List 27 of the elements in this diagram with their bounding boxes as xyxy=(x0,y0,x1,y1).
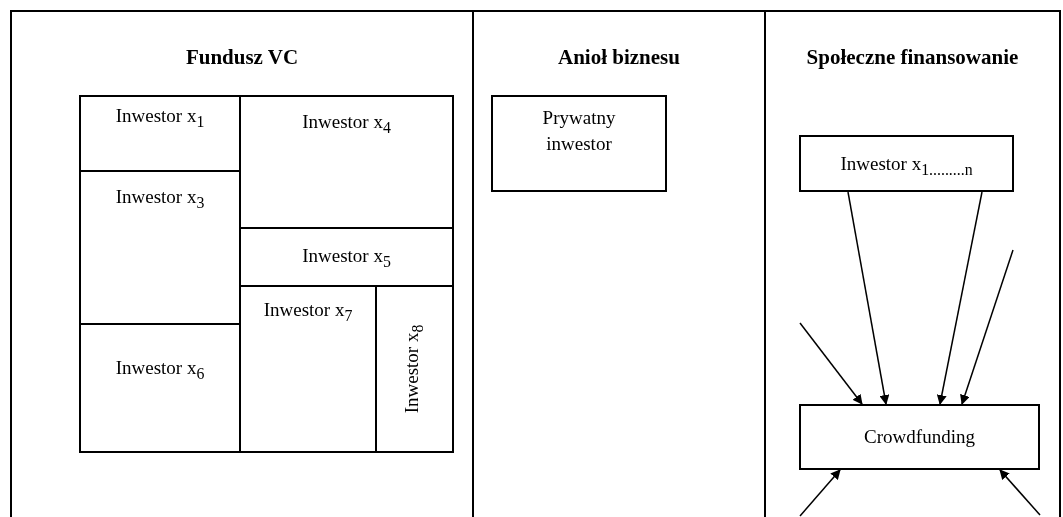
investor-box xyxy=(375,285,454,453)
column-heading: Anioł biznesu xyxy=(557,44,681,70)
investor-box xyxy=(79,323,241,453)
box-label: Inwestor x$_{7}$ xyxy=(263,298,353,326)
arrow xyxy=(960,249,1014,405)
box-label: Inwestor x$_{4}$ xyxy=(301,110,392,138)
box-label: Inwestor x$_{1.........n}$ xyxy=(839,152,974,180)
investor-box xyxy=(491,95,667,192)
box-label: Inwestor x$_{5}$ xyxy=(301,244,392,272)
investor-box xyxy=(239,95,454,229)
column-heading: Społeczne finansowanie xyxy=(805,44,1020,70)
column-heading: Fundusz VC xyxy=(184,44,300,70)
arrow xyxy=(799,469,841,517)
box-label: Inwestor x$_{3}$ xyxy=(114,185,206,213)
investor-box xyxy=(799,404,1040,470)
box-label: Inwestor x$_{6}$ xyxy=(114,356,206,384)
table-column xyxy=(764,10,1061,517)
investor-box xyxy=(799,135,1014,192)
investor-box xyxy=(79,95,241,172)
box-label: Prywatny inwestor xyxy=(541,106,617,156)
arrow xyxy=(999,469,1041,516)
box-label: Crowdfunding xyxy=(863,425,976,449)
arrow xyxy=(799,322,863,405)
table-column xyxy=(10,10,474,517)
arrow xyxy=(936,191,983,405)
box-label: Inwestor x$_{1}$ xyxy=(115,104,205,132)
arrow xyxy=(847,191,890,405)
